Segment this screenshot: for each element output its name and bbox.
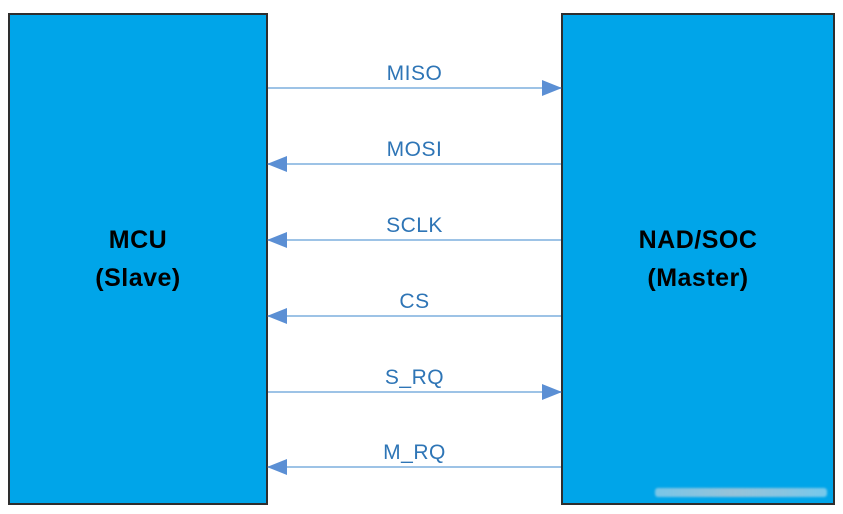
signal-line <box>268 391 561 393</box>
signal-label: SCLK <box>386 214 443 237</box>
node-name: NAD/SOC <box>638 226 758 254</box>
signal-arrow-sclk: SCLK <box>267 203 561 248</box>
arrowhead-icon <box>267 156 287 172</box>
watermark-smudge <box>655 488 827 497</box>
signal-line <box>268 315 561 317</box>
node-role: (Master) <box>647 264 749 292</box>
node-name: MCU <box>108 226 168 254</box>
signal-line <box>268 87 561 89</box>
signal-arrow-s-rq: S_RQ <box>268 355 562 400</box>
signal-arrow-miso: MISO <box>268 51 562 96</box>
arrowhead-icon <box>267 308 287 324</box>
signal-label: CS <box>399 290 430 313</box>
node-role: (Slave) <box>95 264 181 292</box>
signal-arrow-m-rq: M_RQ <box>267 430 561 475</box>
signal-line <box>268 239 561 241</box>
arrowhead-icon <box>542 384 562 400</box>
node-mcu-slave: MCU (Slave) <box>8 13 268 505</box>
signal-label: MISO <box>386 62 443 85</box>
arrowhead-icon <box>542 80 562 96</box>
arrowhead-icon <box>267 232 287 248</box>
signal-label: S_RQ <box>384 366 445 389</box>
signal-arrow-mosi: MOSI <box>267 127 561 172</box>
signal-line <box>268 163 561 165</box>
signal-line <box>268 466 561 468</box>
node-nad-soc-master: NAD/SOC (Master) <box>561 13 835 505</box>
signal-label: MOSI <box>386 138 443 161</box>
signal-label: M_RQ <box>383 441 446 464</box>
arrowhead-icon <box>267 459 287 475</box>
signal-arrow-cs: CS <box>267 279 561 324</box>
